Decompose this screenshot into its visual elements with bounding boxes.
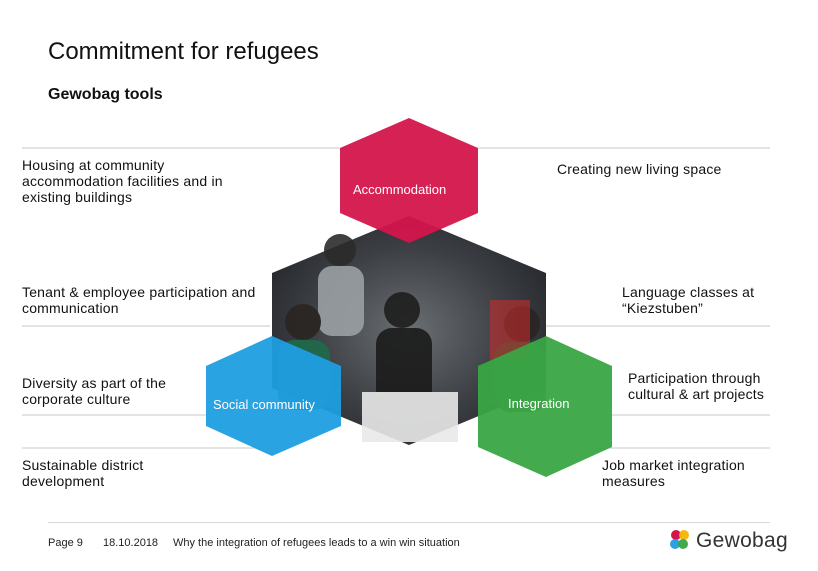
gewobag-logo-icon: [670, 530, 689, 549]
social-community-hexagon: [206, 336, 341, 456]
slide-title: Commitment for refugees: [48, 38, 319, 65]
footer-date: 18.10.2018: [103, 537, 159, 549]
footer-page: Page 9: [48, 537, 83, 549]
people-photo-illustration: [278, 234, 546, 442]
right-item-language: Language classes at “Kiezstuben”: [622, 284, 755, 316]
left-item-participation: Tenant & employee participation and comm…: [22, 284, 256, 316]
right-item-job-market: Job market integration measures: [602, 457, 745, 489]
footer-divider: [48, 522, 770, 523]
accommodation-label: Accommodation: [353, 182, 447, 197]
right-item-living-space: Creating new living space: [557, 161, 722, 177]
social-community-label: Social community: [213, 397, 315, 412]
integration-label: Integration: [508, 396, 570, 411]
gewobag-logo-text: Gewobag: [696, 529, 788, 552]
left-item-district: Sustainable district development: [22, 457, 144, 489]
left-item-diversity: Diversity as part of the corporate cultu…: [22, 375, 167, 407]
accommodation-hexagon: [340, 118, 478, 243]
slide-subtitle: Gewobag tools: [48, 86, 163, 103]
right-item-culture: Participation through cultural & art pro…: [628, 370, 765, 402]
left-item-housing: Housing at community accommodation facil…: [22, 157, 223, 205]
footer-caption: Why the integration of refugees leads to…: [173, 537, 460, 549]
